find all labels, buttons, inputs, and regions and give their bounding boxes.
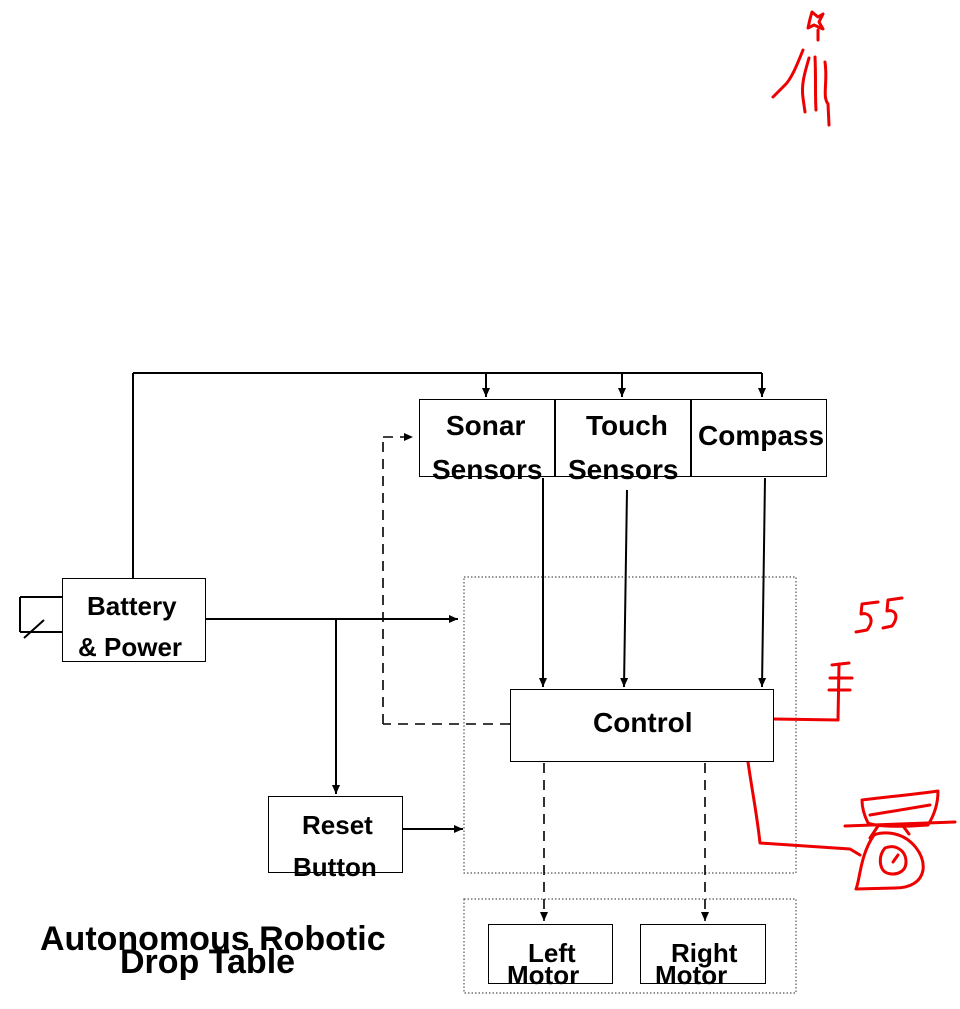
reset-label-line2: Button — [293, 852, 377, 883]
battery-label-line1: Battery — [87, 591, 177, 622]
power-to-control — [206, 619, 458, 794]
switch-symbol — [20, 597, 62, 638]
scale-drawing-annotation — [748, 762, 955, 889]
right-motor-label-line2: Motor — [655, 960, 727, 991]
touch-label-line1: Touch — [586, 410, 668, 442]
compass-label: Compass — [698, 420, 824, 452]
diagram-title-line2: Drop Table — [120, 943, 295, 982]
control-to-motor-arrows — [544, 763, 705, 921]
sonar-label-line2: Sensors — [432, 454, 543, 486]
touch-label-line2: Sensors — [568, 454, 679, 486]
control-label: Control — [593, 707, 693, 739]
reset-label-line1: Reset — [302, 810, 373, 841]
sensor-to-control-arrows — [543, 478, 765, 687]
battery-label-line2: & Power — [78, 632, 182, 663]
left-motor-label-line2: Motor — [507, 960, 579, 991]
handwritten-55-annotation — [856, 598, 902, 632]
handwritten-figure-annotation — [773, 12, 829, 125]
sonar-label-line1: Sonar — [446, 410, 525, 442]
antenna-annotation — [774, 663, 852, 720]
